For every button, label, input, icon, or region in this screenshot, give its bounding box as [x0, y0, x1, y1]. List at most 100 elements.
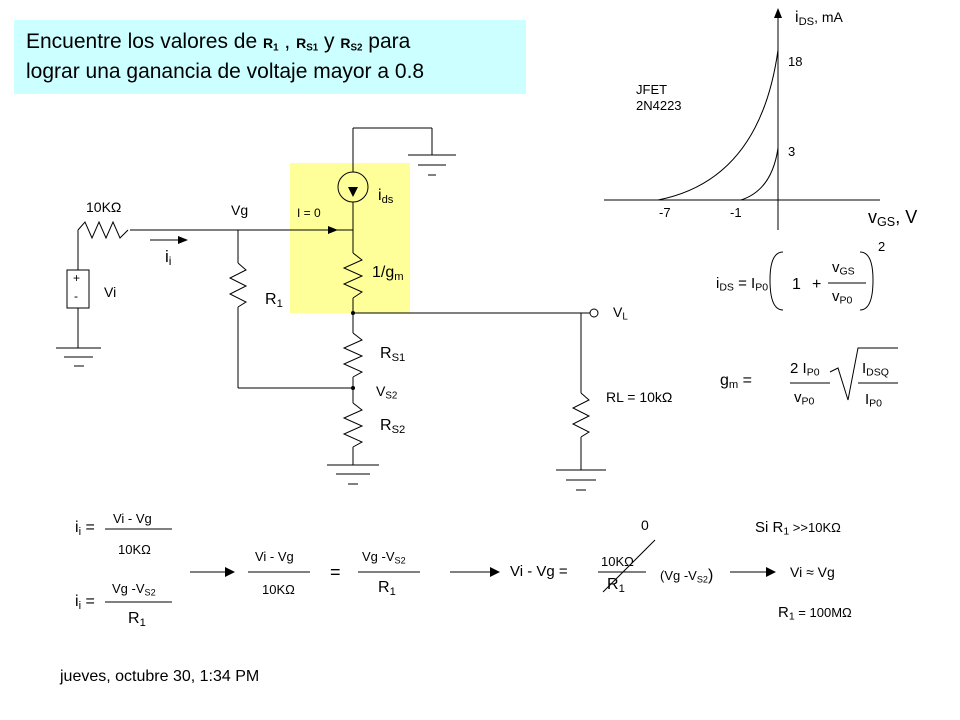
idsq-i: I	[862, 360, 867, 377]
footer-date: jueves, octubre 30, 1:34 PM	[60, 668, 260, 685]
gm-g: g	[720, 372, 729, 389]
vl-terminal	[589, 308, 599, 318]
ip0-sub: P0	[755, 281, 769, 294]
vp0-v: v	[832, 288, 840, 305]
gm-text: 1/g	[372, 264, 395, 281]
condition: Si R1 >>10KΩ	[755, 520, 841, 537]
label-vg: Vg	[231, 202, 249, 218]
vp0b-v: v	[794, 389, 802, 406]
rs1-text: R	[380, 345, 392, 362]
title-rs2: R	[340, 35, 351, 51]
result-sub: 1	[788, 610, 795, 623]
ids-sub: ds	[381, 193, 394, 206]
rs1-sub: S1	[391, 351, 406, 364]
idsq-sub: DSQ	[866, 366, 889, 379]
ip0b: IP0	[865, 392, 882, 409]
resistor-10k	[77, 220, 129, 240]
sqrt-sign	[829, 347, 898, 401]
rs2-sub: S2	[391, 423, 406, 436]
mid-eq: =	[330, 562, 341, 582]
label-ids: ids	[378, 188, 393, 206]
label-rl: RL = 10kΩ	[606, 389, 673, 405]
resistor-rs1	[342, 332, 364, 378]
tick-minus-7: -7	[659, 205, 671, 220]
cond-sub: 1	[783, 525, 790, 538]
r1-text: R	[265, 291, 277, 308]
num2-text: Vg -V	[112, 581, 145, 596]
r-den-text: R	[607, 576, 619, 593]
title-r1: R	[262, 35, 274, 51]
ids-lhs-sub: DS	[719, 281, 734, 294]
label-i-zero: I = 0	[297, 206, 321, 220]
mid-den2: R1	[378, 580, 396, 598]
label-vi: Vi	[104, 284, 117, 300]
gm-lhs-sub: m	[728, 378, 739, 391]
cond-tail: >>10KΩ	[789, 520, 841, 535]
vp0b-sub: P0	[801, 395, 815, 408]
title-r1-sub: 1	[273, 42, 279, 54]
mid-den1: 10KΩ	[262, 582, 295, 597]
vp0b: vP0	[794, 390, 814, 407]
r-paren-sub: S2	[696, 574, 708, 585]
two-ip0: 2 IP0	[790, 361, 820, 378]
vl-sub: L	[622, 311, 628, 323]
title-rs1: R	[296, 35, 307, 51]
x-v: v	[868, 207, 877, 227]
title-text-end: para	[362, 30, 411, 53]
mid-den2-sub: 1	[389, 585, 396, 598]
implies-arrow-1-head	[225, 567, 235, 577]
den2-text: R	[128, 610, 140, 627]
y-sub: DS	[798, 15, 815, 28]
title-line-2: lograr una ganancia de voltaje mayor a 0…	[26, 60, 425, 83]
rs2-text: R	[380, 417, 392, 434]
graph-x-label: vGS, V	[868, 208, 917, 229]
label-vl: VL	[613, 305, 628, 322]
d-ii1-sub: i	[78, 525, 82, 538]
y-unit: , mA	[814, 9, 843, 25]
label-r1: R1	[265, 292, 283, 310]
vgs-v: v	[832, 259, 840, 276]
mid-num2-text: Vg -V	[362, 549, 395, 564]
r-lhs: Vi - Vg =	[510, 563, 568, 580]
r-paren-text: (Vg -V	[660, 568, 697, 583]
num2-sub: S2	[144, 587, 156, 598]
result-tail: = 100MΩ	[794, 605, 852, 620]
y-i: i	[795, 9, 799, 26]
ii-i: i	[165, 247, 169, 266]
ids-i: i	[378, 187, 382, 204]
vgs: vGS	[832, 260, 855, 277]
resistor-rl	[571, 392, 591, 438]
ii-eq-2: ii =	[75, 594, 95, 612]
gm-eq: =	[738, 372, 753, 389]
ids-lhs: i	[716, 275, 720, 292]
label-minus: -	[74, 289, 78, 303]
r-den: R1	[607, 577, 625, 595]
resistor-r1	[228, 262, 248, 308]
title-text: Encuentre los valores de	[26, 30, 263, 53]
resistor-rs2	[342, 402, 364, 448]
device-name: JFET	[636, 82, 668, 97]
transfer-curve-3	[740, 147, 779, 201]
bracket-right	[859, 251, 874, 311]
one: 1	[792, 276, 801, 293]
current-source-arrow	[348, 187, 358, 197]
cond-text: Si R	[755, 519, 784, 536]
den1: 10KΩ	[118, 542, 151, 557]
vl-text: V	[613, 304, 623, 320]
mid-num2: Vg -VS2	[362, 550, 406, 565]
formula-ids-lhs: iDS = IP0	[716, 276, 768, 293]
title-rs2-sub: S2	[350, 42, 363, 54]
d-eq1: =	[81, 519, 95, 536]
vp0-sub: P0	[839, 294, 853, 307]
label-rs1: RS1	[380, 346, 405, 364]
r-paren-end: )	[707, 567, 714, 584]
implies-arrow-2-head	[490, 567, 500, 577]
transfer-curve-18	[657, 49, 779, 201]
two-ip0-text: 2 I	[790, 360, 807, 377]
ip0b-i: I	[865, 391, 870, 408]
label-ii: ii	[165, 248, 171, 268]
d-ii2: i	[75, 593, 79, 610]
junction	[351, 386, 355, 390]
